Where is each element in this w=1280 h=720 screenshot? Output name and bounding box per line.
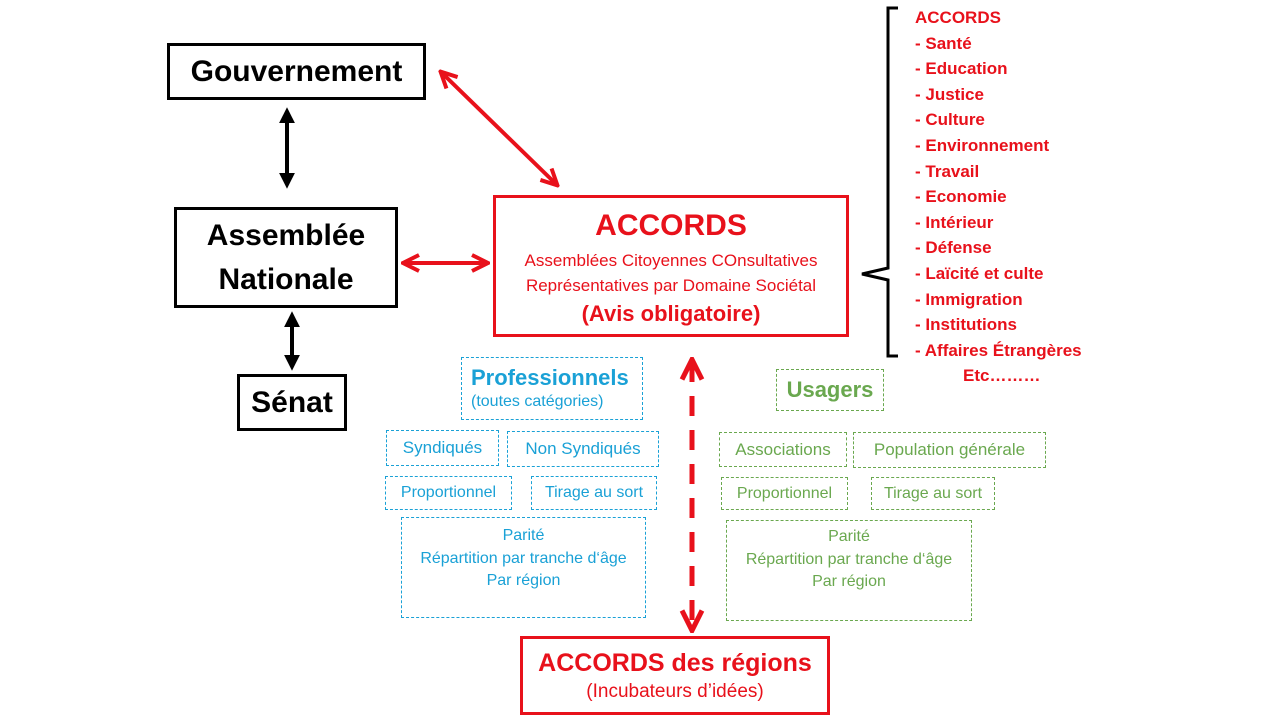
usagers-box: Usagers	[776, 369, 884, 411]
tirage-label: Tirage au sort	[883, 484, 983, 502]
arrow-gouvernement-accords	[442, 73, 556, 184]
assemblee-nationale-box: Assemblée Nationale	[174, 207, 398, 308]
usagers-tirage-box: Tirage au sort	[871, 477, 995, 510]
professionnels-proportionnel-box: Proportionnel	[385, 476, 512, 510]
proportionnel-label: Proportionnel	[400, 484, 497, 501]
gouvernement-label: Gouvernement	[190, 54, 403, 88]
gouvernement-box: Gouvernement	[167, 43, 426, 100]
accords-domain-list: ACCORDS - Santé - Education - Justice - …	[915, 5, 1215, 389]
list-item: - Institutions	[915, 315, 1017, 335]
accords-description-line1: Assemblées Citoyennes COnsultatives	[524, 251, 818, 270]
regions-title: ACCORDS des régions	[538, 649, 812, 677]
list-item: - Environnement	[915, 135, 1050, 155]
senat-box: Sénat	[237, 374, 347, 431]
accords-central-box: ACCORDS Assemblées Citoyennes COnsultati…	[493, 195, 849, 337]
associations-box: Associations	[719, 432, 847, 467]
usagers-criteria-box: Parité Répartition par tranche d‘âge Par…	[726, 520, 972, 621]
criteria-parite: Parité	[502, 527, 545, 544]
list-item: - Education	[915, 59, 1008, 79]
tirage-label: Tirage au sort	[544, 484, 644, 501]
list-item: - Intérieur	[915, 212, 994, 232]
professionnels-box: Professionnels (toutes catégories)	[461, 357, 643, 420]
list-item: - Santé	[915, 33, 972, 53]
accords-description-line2: Représentatives par Domaine Sociétal	[525, 276, 817, 295]
list-item-etc: Etc………	[963, 366, 1041, 386]
population-generale-box: Population générale	[853, 432, 1046, 468]
assemblee-label-line1: Assemblée	[206, 219, 366, 252]
list-item: - Défense	[915, 238, 992, 258]
list-item: - Justice	[915, 84, 984, 104]
senat-label: Sénat	[251, 385, 333, 419]
professionnels-criteria-box: Parité Répartition par tranche d‘âge Par…	[401, 517, 646, 618]
professionnels-subtitle: (toutes catégories)	[471, 393, 604, 410]
associations-label: Associations	[735, 439, 831, 459]
regions-subtitle: (Incubateurs d’idées)	[586, 681, 764, 702]
assemblee-label-line2: Nationale	[218, 262, 354, 296]
list-item: - Laïcité et culte	[915, 263, 1044, 283]
list-item: - Economie	[915, 187, 1007, 207]
non-syndiques-label: Non Syndiqués	[525, 439, 641, 458]
list-item: - Immigration	[915, 289, 1023, 309]
population-label: Population générale	[873, 440, 1026, 459]
criteria-parite: Parité	[828, 528, 870, 545]
list-item: - Affaires Étrangères	[915, 340, 1082, 360]
professionnels-tirage-box: Tirage au sort	[531, 476, 657, 510]
professionnels-title: Professionnels	[471, 365, 629, 390]
syndiques-box: Syndiqués	[386, 430, 499, 466]
brace-accords-list	[861, 6, 898, 358]
criteria-region: Par région	[486, 572, 561, 589]
usagers-title: Usagers	[786, 377, 874, 402]
criteria-region: Par région	[812, 573, 886, 590]
criteria-age: Répartition par tranche d‘âge	[420, 549, 627, 567]
accords-avis-obligatoire: (Avis obligatoire)	[581, 301, 761, 326]
criteria-age: Répartition par tranche d‘âge	[745, 550, 953, 568]
proportionnel-label: Proportionnel	[736, 484, 833, 502]
non-syndiques-box: Non Syndiqués	[507, 431, 659, 467]
accords-regions-box: ACCORDS des régions (Incubateurs d’idées…	[520, 636, 830, 715]
usagers-proportionnel-box: Proportionnel	[721, 477, 848, 510]
accords-title: ACCORDS	[595, 209, 747, 242]
accords-list-heading: ACCORDS	[915, 8, 1001, 27]
list-item: - Culture	[915, 110, 985, 130]
list-item: - Travail	[915, 161, 980, 181]
syndiques-label: Syndiqués	[402, 438, 483, 457]
